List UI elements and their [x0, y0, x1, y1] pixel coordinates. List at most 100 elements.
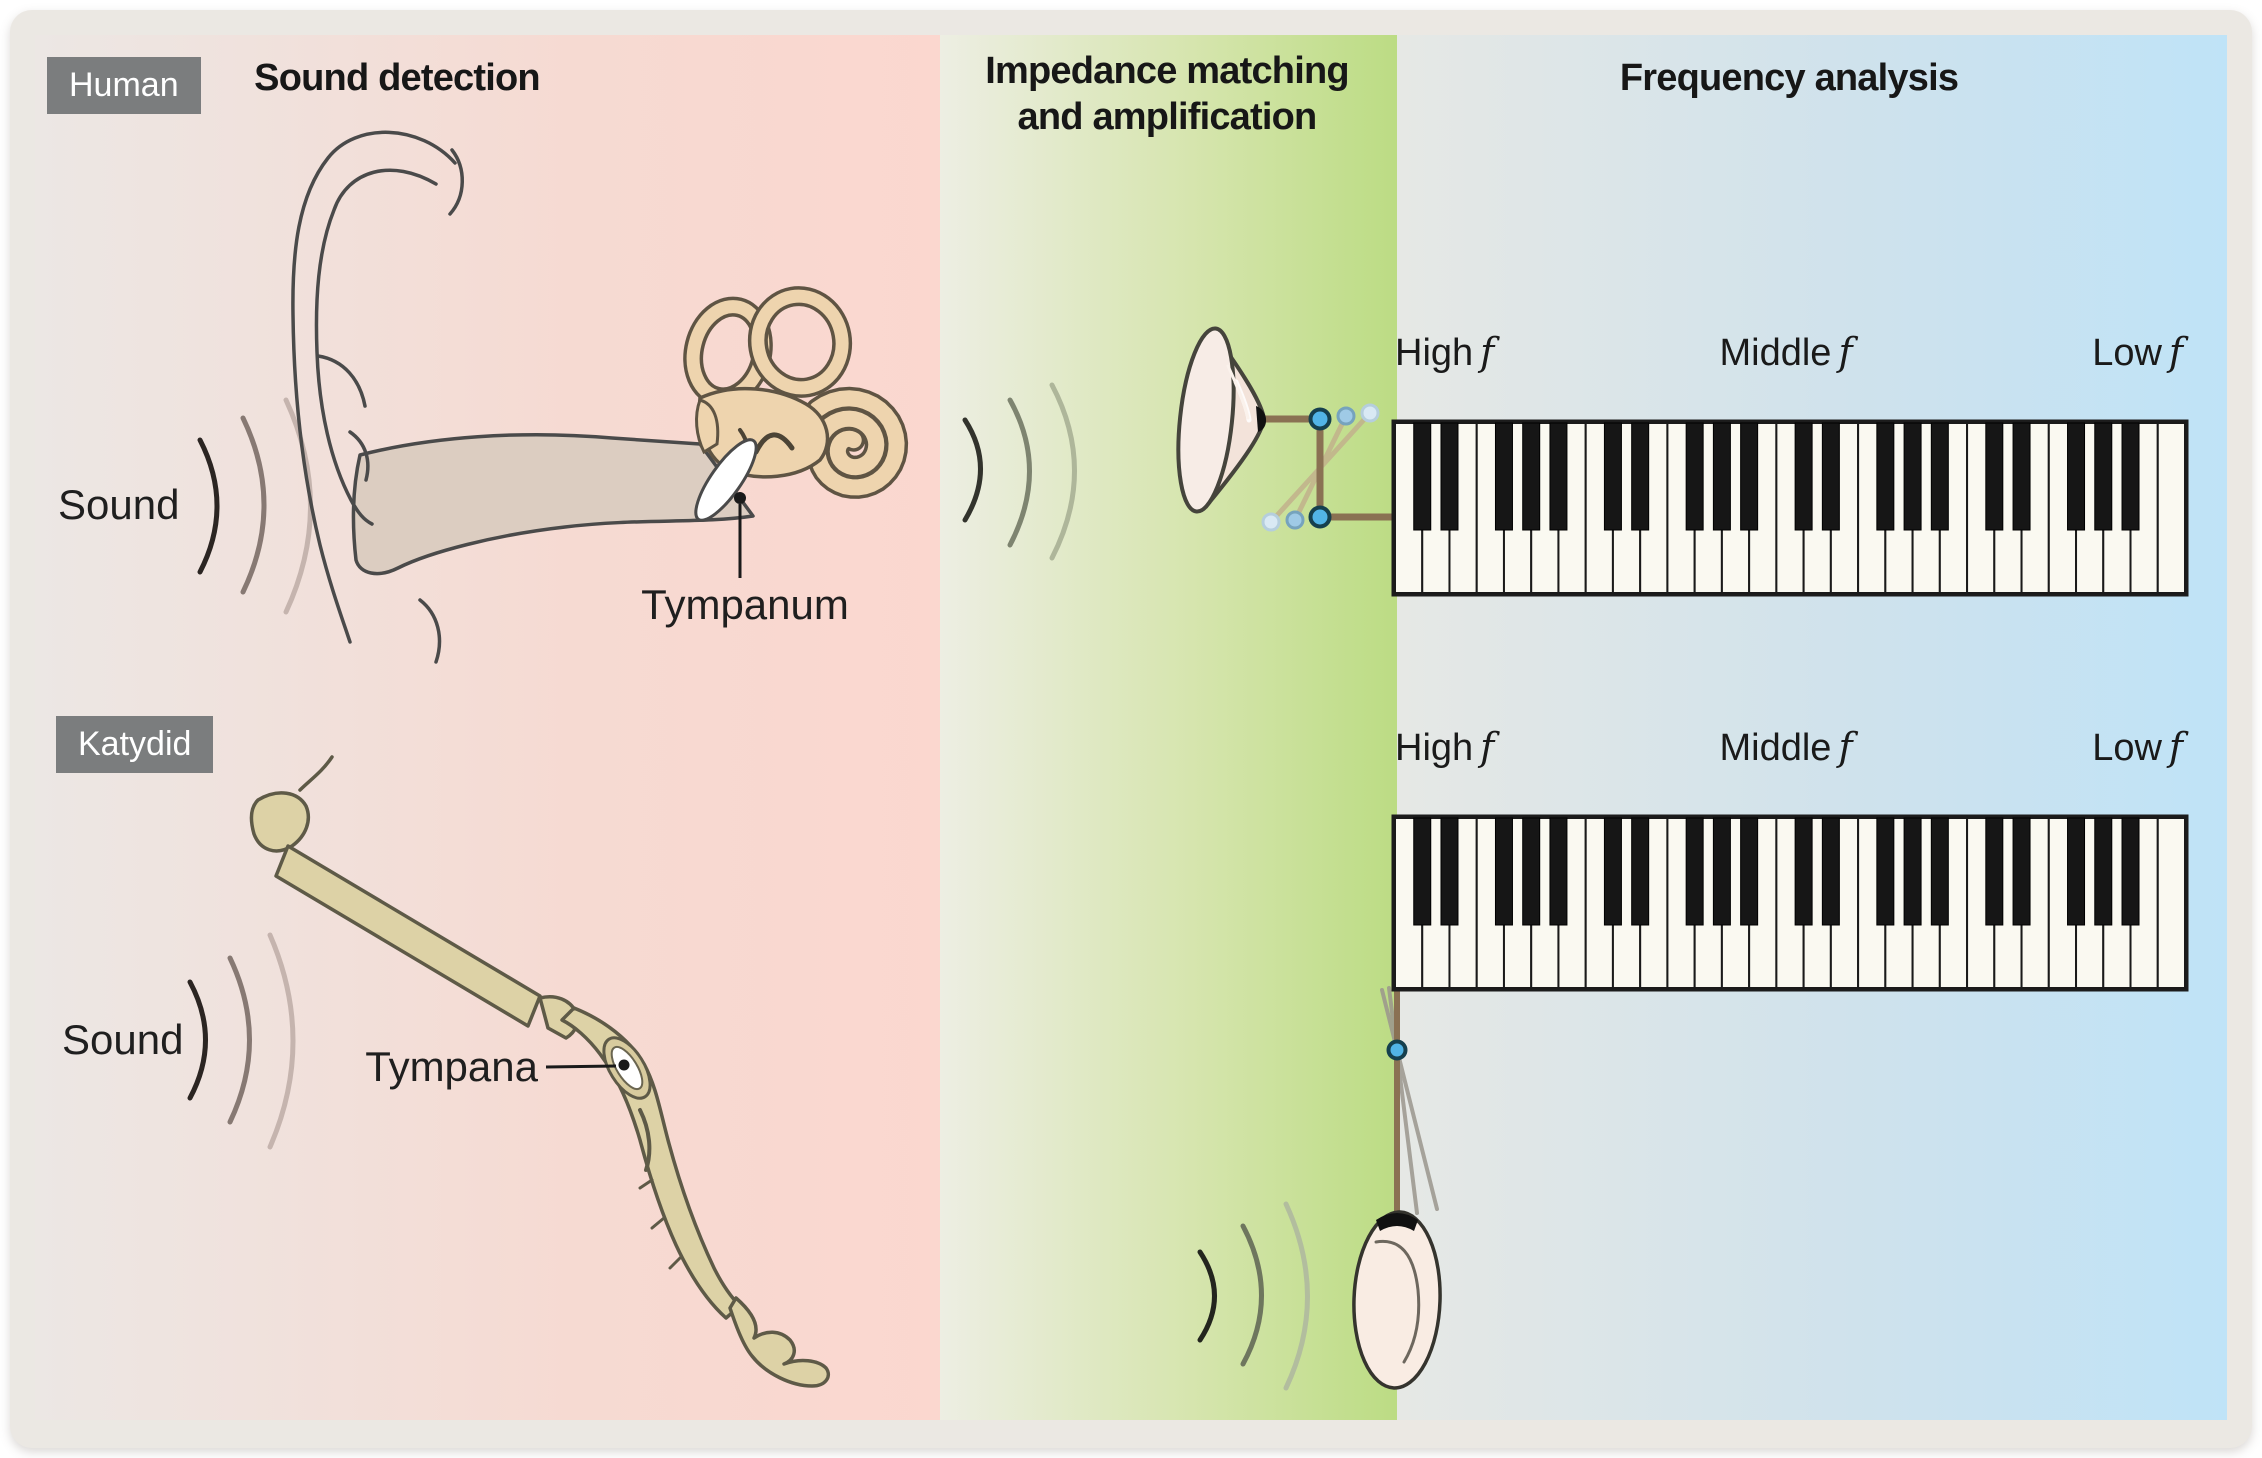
funnel-apex — [1256, 406, 1267, 432]
f-symbol: f — [1480, 725, 1495, 769]
header-impedance-line2: and amplification — [1017, 96, 1318, 138]
piano-black-key — [1903, 817, 1922, 926]
piano-black-key — [1522, 817, 1541, 926]
pinna-outline — [291, 130, 464, 664]
piano-white-key — [2047, 422, 2078, 594]
piano-black-key — [1494, 422, 1513, 531]
piano-black-key — [2012, 817, 2031, 926]
sound-waves-human-icon — [197, 397, 313, 615]
piano-black-key — [1712, 422, 1731, 531]
panel-frequency-analysis — [1397, 35, 2227, 1420]
f-symbol: f — [2168, 725, 2183, 769]
piano-black-key — [1685, 817, 1704, 926]
funnel-rim — [1176, 326, 1236, 514]
human-ear-illustration — [291, 130, 909, 664]
piano-black-key — [1985, 817, 2004, 926]
panel-impedance-matching — [940, 35, 1397, 1420]
piano-black-key — [1522, 422, 1541, 531]
piano-black-key — [1876, 422, 1895, 531]
tympana-pointer — [545, 1059, 630, 1071]
tympanum-pointer — [734, 492, 746, 578]
piano-black-key — [1712, 817, 1731, 926]
egg-tympanum — [1352, 1210, 1442, 1390]
label-tympana: Tympana — [365, 1043, 538, 1090]
label-tympanum: Tympanum — [641, 581, 849, 628]
piano-black-key — [1821, 817, 1840, 926]
piano-black-key — [1821, 422, 1840, 531]
header-sound-detection: Sound detection — [254, 57, 540, 99]
piano-black-key — [1494, 817, 1513, 926]
f-symbol: f — [1838, 330, 1853, 374]
label-sound-katydid: Sound — [62, 1016, 184, 1063]
lever-pivot-dots — [1308, 407, 1332, 529]
piano-black-key — [2067, 817, 2086, 926]
katydid-leg-illustration — [249, 755, 831, 1388]
f-symbol: f — [1480, 330, 1495, 374]
semicircular-canals — [683, 286, 853, 408]
leg-tarsus — [728, 1296, 831, 1388]
tympanum-membrane — [694, 438, 758, 522]
piano-black-key — [1440, 422, 1459, 531]
badge-katydid: Katydid — [56, 716, 214, 773]
piano-white-key — [2156, 422, 2186, 594]
piano-black-key — [2121, 422, 2140, 531]
piano-black-key — [1930, 817, 1949, 926]
piano-black-key — [2012, 422, 2031, 531]
f-symbol: f — [1838, 725, 1853, 769]
piano-black-key — [1876, 817, 1895, 926]
lever-rods — [1260, 415, 1400, 521]
badge-human: Human — [47, 57, 201, 114]
piano-black-key — [1413, 422, 1432, 531]
egg-cap — [1376, 1213, 1418, 1231]
piano-black-key — [1549, 422, 1568, 531]
piano-black-key — [1985, 422, 2004, 531]
cochlea-spiral — [805, 386, 909, 499]
piano-black-key — [2067, 422, 2086, 531]
leg-spines — [638, 1178, 682, 1270]
piano-keyboard-lower — [1391, 814, 2189, 992]
piano-keyboard-upper — [1391, 419, 2189, 597]
piano-black-key — [1549, 817, 1568, 926]
header-impedance-line1: Impedance matching — [985, 50, 1349, 92]
piano-black-key — [1794, 817, 1813, 926]
leg-coxa — [249, 791, 311, 853]
piano-white-key — [2156, 817, 2186, 989]
piano-black-key — [1740, 817, 1759, 926]
ghost-rod-lines — [1380, 986, 1439, 1215]
sound-waves-impedance-top-icon — [962, 382, 1077, 561]
label-sound-human: Sound — [58, 481, 180, 528]
piano-black-key — [1740, 422, 1759, 531]
piano-black-key — [2121, 817, 2140, 926]
f-symbol: f — [2168, 330, 2183, 374]
katydid-rod-egg — [1352, 986, 1442, 1390]
piano-black-key — [1631, 422, 1650, 531]
piano-black-key — [1413, 817, 1432, 926]
piano-black-key — [1794, 422, 1813, 531]
tympanum-funnel-lever — [1176, 326, 1400, 532]
piano-black-key — [1440, 817, 1459, 926]
piano-black-key — [1603, 422, 1622, 531]
leg-tibia — [560, 1006, 742, 1320]
malleus — [695, 398, 720, 455]
piano-black-key — [2094, 817, 2113, 926]
sound-waves-impedance-bottom-icon — [1197, 1201, 1310, 1391]
piano-black-key — [1903, 422, 1922, 531]
piano-black-key — [1930, 422, 1949, 531]
leg-femur — [274, 844, 542, 1028]
piano-black-key — [1603, 817, 1622, 926]
header-frequency-analysis: Frequency analysis — [1619, 57, 1959, 99]
piano-black-key — [1685, 422, 1704, 531]
rod-pivot-dot — [1386, 1039, 1408, 1061]
ghost-pivot-dots — [1261, 403, 1380, 532]
piano-black-key — [1631, 817, 1650, 926]
piano-black-key — [2094, 422, 2113, 531]
ear-canal — [351, 433, 755, 576]
